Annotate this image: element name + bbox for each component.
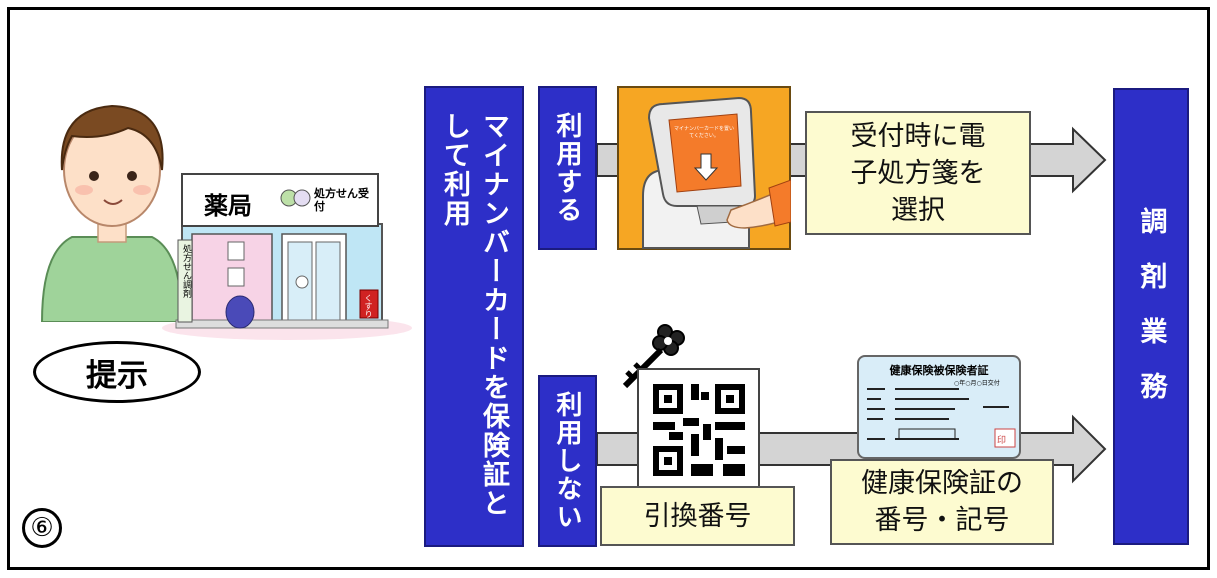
use-label: 利用する: [552, 112, 582, 224]
pharmacy-illustration: 薬局 処方せん受付 処方せん調剤 くすり: [162, 172, 412, 340]
card-date: ○年○月○日交付: [954, 380, 1000, 387]
person-illustration: [40, 104, 184, 322]
qr-code-icon: [637, 368, 760, 488]
kiosk-screen-text: マイナンバーカードを置いてください。: [674, 126, 734, 139]
kusuri-sign: くすり: [364, 294, 373, 318]
dispensing-label: 調剤業務: [1135, 206, 1167, 427]
step-number: ⑥: [22, 508, 62, 548]
insurance-card-illustration: 健康保険被保険者証 ○年○月○日交付 印: [857, 355, 1021, 459]
pharmacy-sign: 薬局: [204, 192, 252, 220]
prescription-sign: 処方せん受付: [314, 187, 369, 213]
kiosk-illustration: マイナンバーカードを置いてください。: [617, 86, 791, 250]
card-title: 健康保険被保険者証: [889, 364, 989, 377]
nouse-label: 利用しない: [552, 391, 582, 531]
mynumber-label: マイナンバーカードを保険証として利用: [439, 112, 509, 518]
use-note-box: 受付時に電子処方箋を選択: [805, 111, 1031, 235]
exchange-box: 引換番号: [600, 486, 795, 546]
nouse-box: 利用しない: [538, 375, 597, 547]
dispensing-box: 調剤業務: [1113, 88, 1189, 545]
use-box: 利用する: [538, 86, 597, 250]
nouse-note-box: 健康保険証の番号・記号: [830, 459, 1054, 545]
present-label: 提示: [33, 341, 201, 403]
nouse-note: 健康保険証の番号・記号: [861, 468, 1023, 536]
exchange-label: 引換番号: [643, 500, 752, 532]
card-stamp: 印: [997, 436, 1007, 446]
mynumber-insurance-box: マイナンバーカードを保険証として利用: [424, 86, 524, 547]
side-banner: 処方せん調剤: [181, 244, 191, 298]
use-note: 受付時に電子処方箋を選択: [850, 120, 986, 226]
